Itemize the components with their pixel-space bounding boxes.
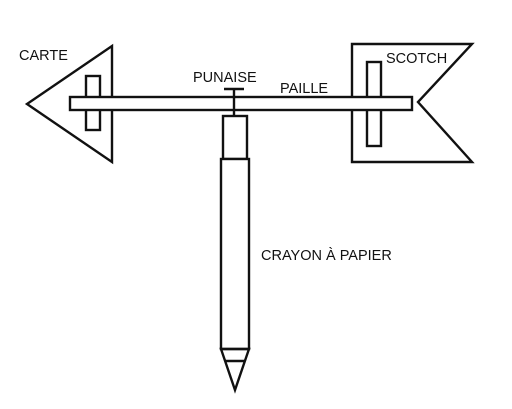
pencil-eraser xyxy=(221,114,249,161)
label-straw: PAILLE xyxy=(280,81,328,97)
label-pencil: CRAYON À PAPIER xyxy=(261,247,392,264)
label-card: CARTE xyxy=(19,48,68,64)
pencil-tip xyxy=(219,347,251,394)
pencil xyxy=(219,114,251,394)
label-pushpin: PUNAISE xyxy=(193,70,257,86)
label-tape: SCOTCH xyxy=(386,51,447,67)
tail-card xyxy=(350,42,475,164)
straw xyxy=(68,95,414,112)
pencil-body xyxy=(219,157,251,351)
